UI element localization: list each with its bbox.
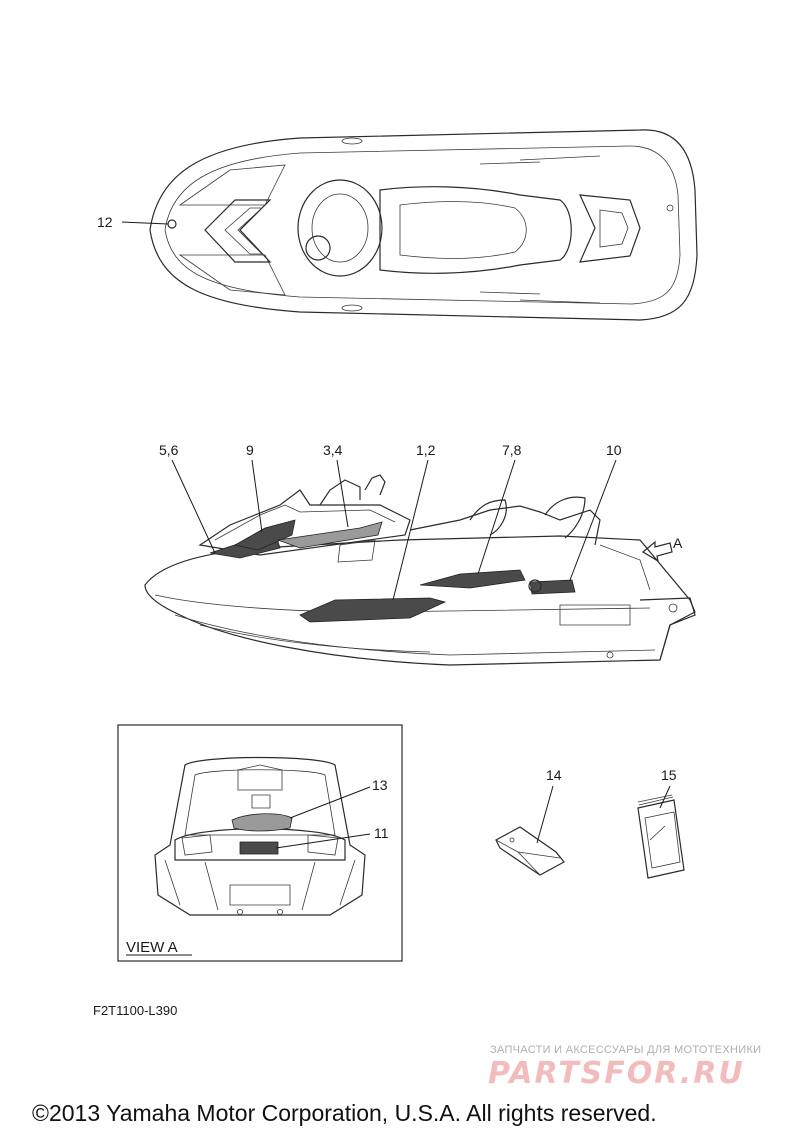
- leader-10: [569, 459, 617, 581]
- leader-15: [659, 785, 671, 809]
- callout-7-8: 7,8: [502, 442, 522, 458]
- callout-a: A: [673, 535, 683, 551]
- leader-7-8: [477, 459, 516, 575]
- side-view-craft: [144, 474, 696, 666]
- leader-11: [275, 833, 371, 849]
- callout-15: 15: [661, 767, 677, 783]
- drawing-code: F2T1100-L390: [93, 1003, 178, 1018]
- part-15-booklet: [637, 794, 685, 879]
- decal-13: [231, 813, 293, 832]
- rear-view-craft: [154, 756, 366, 916]
- top-view-craft: [149, 129, 698, 321]
- callout-5-6: 5,6: [159, 442, 179, 458]
- view-a-label: VIEW A: [126, 939, 178, 956]
- decal-7-8: [419, 569, 526, 589]
- decal-9: [233, 519, 296, 551]
- callout-13: 13: [372, 777, 388, 793]
- part-14-pouch: [495, 826, 565, 876]
- watermark-logo: PARTSFOR.RU: [488, 1056, 745, 1091]
- copyright-notice: ©2013 Yamaha Motor Corporation, U.S.A. A…: [32, 1100, 657, 1126]
- callout-14: 14: [546, 767, 562, 783]
- callout-3-4: 3,4: [323, 442, 343, 458]
- callout-12: 12: [97, 214, 113, 230]
- leader-5-6: [171, 459, 216, 554]
- leader-13: [289, 786, 371, 819]
- callout-1-2: 1,2: [416, 442, 436, 458]
- callout-11: 11: [374, 825, 389, 841]
- leader-12: [121, 221, 169, 225]
- decal-1-2: [299, 597, 447, 623]
- leader-14: [536, 785, 554, 844]
- watermark-tagline: ЗАПЧАСТИ И АКСЕССУАРЫ ДЛЯ МОТОТЕХНИКИ: [490, 1044, 762, 1056]
- leader-3-4: [336, 459, 349, 528]
- leader-1-2: [392, 459, 429, 601]
- view-a-frame: [117, 724, 403, 962]
- callout-10: 10: [606, 442, 622, 458]
- callout-9: 9: [246, 442, 254, 458]
- decal-3-4: [277, 521, 383, 549]
- leader-9: [251, 459, 263, 533]
- decal-11: [239, 841, 279, 855]
- view-a-arrow-icon: [641, 540, 673, 563]
